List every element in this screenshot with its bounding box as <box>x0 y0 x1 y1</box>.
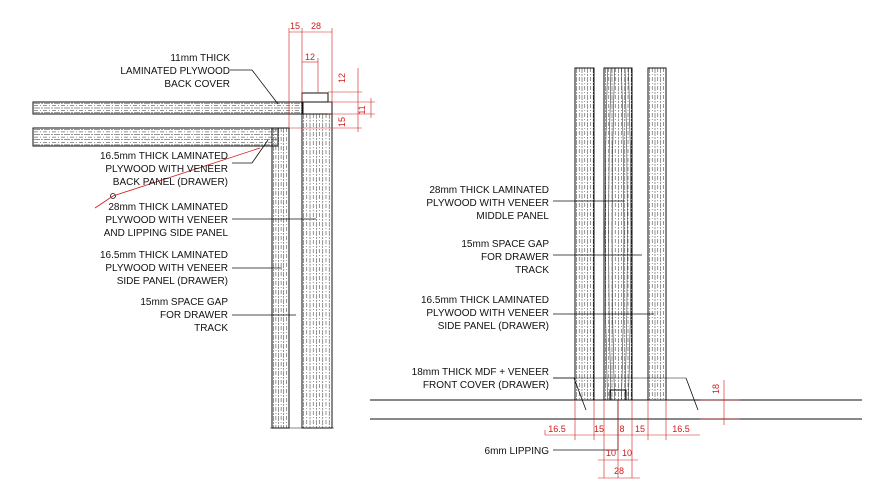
dim-text-bottom-2: 8 <box>619 424 624 434</box>
callout-line: 18mm THICK MDF + VENEER <box>411 367 549 378</box>
dim-text-12: 12 <box>305 52 315 62</box>
callout-line: TRACK <box>194 323 228 334</box>
dim-text-bottom-4: 16.5 <box>672 424 690 434</box>
dim-text-bottom-1: 15 <box>594 424 604 434</box>
callout-line: PLYWOOD WITH VENEER <box>426 198 549 209</box>
callout-line: FOR DRAWER <box>160 310 228 321</box>
leader-marker <box>110 193 116 199</box>
dim-text-bottom-0: 16.5 <box>548 424 566 434</box>
callout-line: 16.5mm THICK LAMINATED <box>421 295 549 306</box>
lipping-6mm <box>609 389 627 401</box>
callout-line: FRONT COVER (DRAWER) <box>422 380 549 391</box>
callout-back-cover: 11mm THICK LAMINATED PLYWOOD BACK COVER <box>120 52 230 91</box>
dim-text-right-15: 15 <box>337 117 347 127</box>
callout-side-panel-right: 16.5mm THICK LAMINATED PLYWOOD WITH VENE… <box>421 294 549 333</box>
leader-back-cover-angle <box>251 69 279 105</box>
dim-text-lipping-1: 10 <box>622 448 632 458</box>
dim-text-right-12: 12 <box>337 73 347 83</box>
drawer-back-panel-hatch <box>34 129 277 146</box>
callout-front-cover: 18mm THICK MDF + VENEER FRONT COVER (DRA… <box>412 366 549 392</box>
middle-panel-core <box>604 67 632 401</box>
callout-line: 11mm THICK <box>170 53 230 64</box>
panel-outlines <box>32 67 862 429</box>
callout-line: PLYWOOD WITH VENEER <box>426 308 549 319</box>
dim-text-18: 18 <box>711 384 721 394</box>
callout-line: 16.5mm THICK LAMINATED <box>100 250 228 261</box>
right-side-panel-left <box>574 67 595 401</box>
callout-line: 15mm SPACE GAP <box>461 239 549 250</box>
leader-lines <box>94 69 699 451</box>
callout-line: TRACK <box>515 265 549 276</box>
callout-line: BACK COVER <box>164 79 230 90</box>
dim-text-lipping-0: 10 <box>606 448 616 458</box>
callout-space-gap-right: 15mm SPACE GAP FOR DRAWER TRACK <box>461 238 549 277</box>
callout-line: LAMINATED PLYWOOD <box>120 66 230 77</box>
right-side-panel-right-hatch <box>649 68 664 400</box>
leader-back-panel-angle <box>251 139 269 164</box>
leader-front-cover-left-angle <box>573 377 587 411</box>
dim-text-28: 28 <box>311 21 321 31</box>
dim-text-bottom-3: 15 <box>635 424 645 434</box>
callout-line: AND LIPPING SIDE PANEL <box>103 228 228 239</box>
lipping-block <box>301 92 329 103</box>
callout-middle-panel: 28mm THICK LAMINATED PLYWOOD WITH VENEER… <box>426 184 549 223</box>
callout-line: BACK PANEL (DRAWER) <box>112 177 228 188</box>
leader-marker-tail <box>94 195 114 209</box>
side-panel-with-lipping-hatch <box>303 114 330 428</box>
side-panel-with-lipping <box>301 101 333 429</box>
right-side-panel-left-hatch <box>576 68 594 400</box>
back-cover-hatch <box>34 102 302 114</box>
callout-line: SIDE PANEL (DRAWER) <box>116 276 228 287</box>
leader-front-cover-right-angle <box>685 377 699 411</box>
leader-marker-line <box>112 147 261 197</box>
drawer-back-panel <box>32 127 279 147</box>
callout-side-panel-drawer: 16.5mm THICK LAMINATED PLYWOOD WITH VENE… <box>100 249 228 288</box>
dim-text-right-11: 11 <box>357 105 367 114</box>
callout-line: MIDDLE PANEL <box>476 211 549 222</box>
callout-line: SIDE PANEL (DRAWER) <box>437 321 549 332</box>
panel-hatching <box>34 67 664 428</box>
callout-lipping: 6mm LIPPING <box>485 445 549 458</box>
callout-side-panel-lipping: 28mm THICK LAMINATED PLYWOOD WITH VENEER… <box>104 201 228 240</box>
back-cover-panel <box>32 101 304 115</box>
callout-line: 16.5mm THICK LAMINATED <box>100 151 228 162</box>
dim-text-total-28: 28 <box>614 466 624 476</box>
callout-line: PLYWOOD WITH VENEER <box>105 215 228 226</box>
callout-line: 15mm SPACE GAP <box>140 297 228 308</box>
callout-line: 6mm LIPPING <box>484 446 549 457</box>
callout-line: FOR DRAWER <box>481 252 549 263</box>
dimension-texts: 15 28 12 12 11 15 16.5 15 8 15 16.5 10 10 28 18 <box>290 21 721 476</box>
callout-line: 28mm THICK LAMINATED <box>108 202 228 213</box>
callout-back-panel-drawer: 16.5mm THICK LAMINATED PLYWOOD WITH VENE… <box>100 150 228 189</box>
callout-space-gap: 15mm SPACE GAP FOR DRAWER TRACK <box>140 296 228 335</box>
callout-line: PLYWOOD WITH VENEER <box>105 263 228 274</box>
callout-line: PLYWOOD WITH VENEER <box>105 164 228 175</box>
callout-line: 28mm THICK LAMINATED <box>429 185 549 196</box>
dimension-lines <box>288 28 740 479</box>
drawer-side-panel-hatch <box>273 128 290 428</box>
dim-text-15: 15 <box>290 21 300 31</box>
